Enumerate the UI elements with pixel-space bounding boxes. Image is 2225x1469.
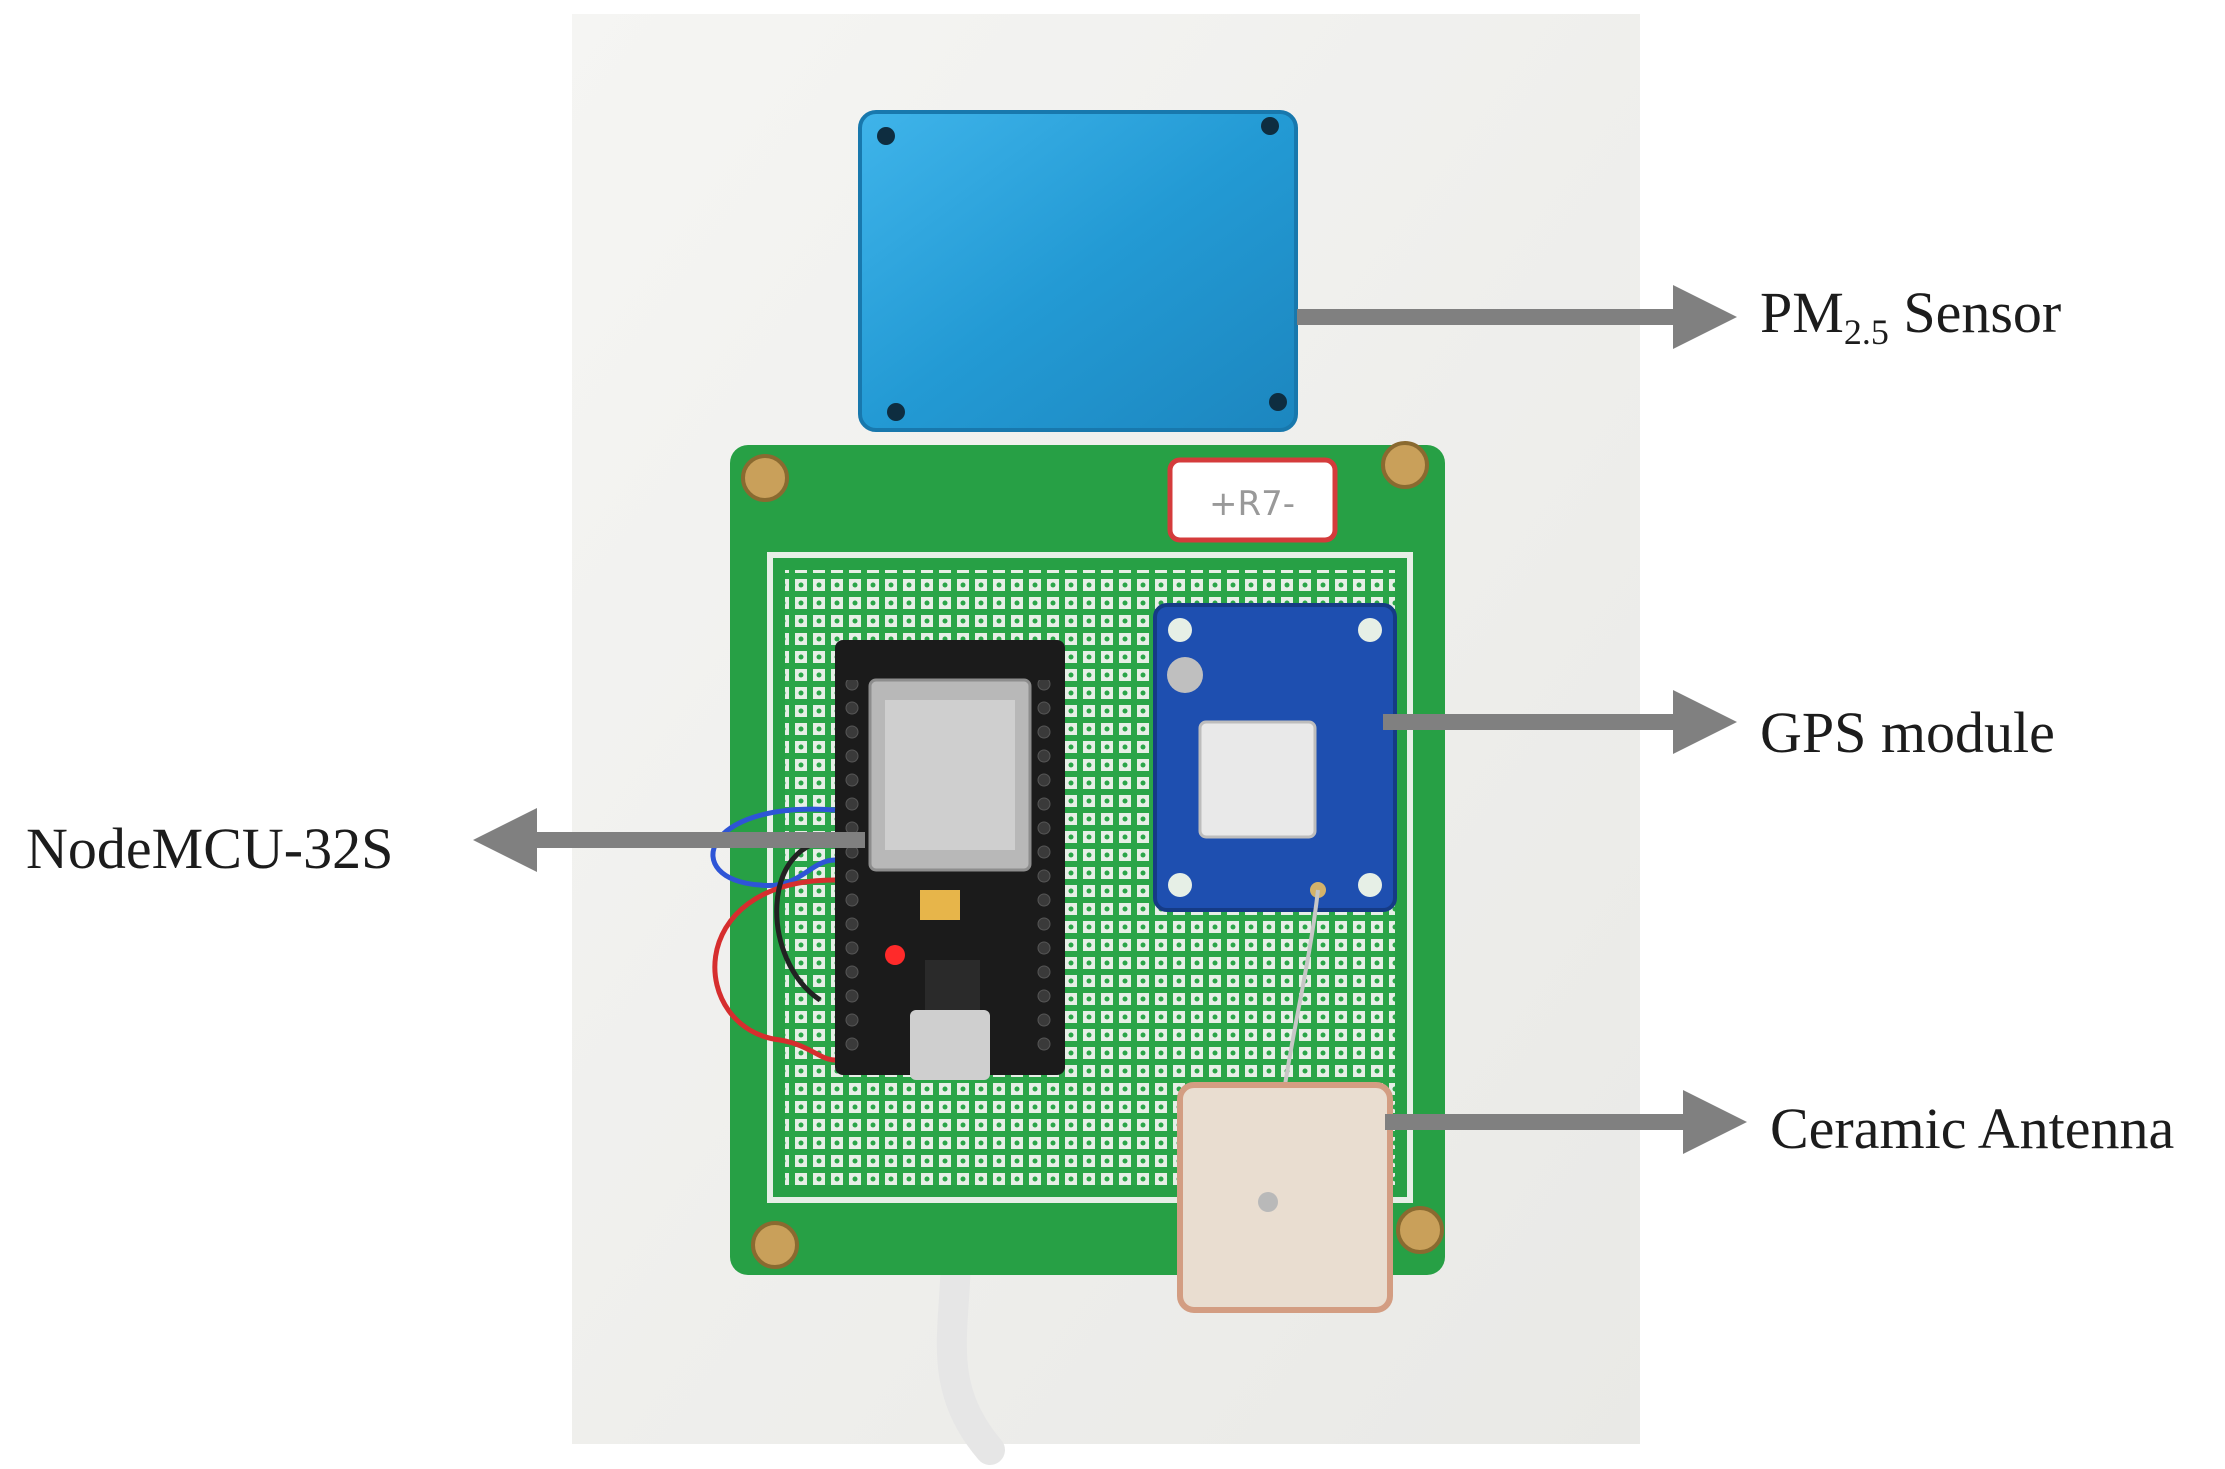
board-sticker: +R7- [1209,484,1295,524]
screw [1381,441,1429,489]
ceramic-antenna-label: Ceramic Antenna [1770,1096,2175,1161]
screw [741,454,789,502]
wire-red [712,877,836,1063]
gps-module [1153,603,1397,912]
screw [751,1221,799,1269]
gps-module-label: GPS module [1760,700,2055,765]
led-icon [885,945,905,965]
nodemcu-board [835,640,1065,1080]
nodemcu-label: NodeMCU-32S [26,816,394,881]
ceramic-antenna [1177,1082,1393,1313]
screw [1396,1206,1444,1254]
wire-blue [710,806,836,889]
pm25-label-suffix: Sensor [1888,280,2062,345]
pm25-label-subscript: 2.5 [1843,312,1889,352]
pm25-label-prefix: PM [1760,280,1844,345]
antenna-cable [1283,889,1320,1086]
pm25-sensor [858,110,1298,432]
pm25-sensor-label: PM2.5 Sensor [1760,284,2061,352]
